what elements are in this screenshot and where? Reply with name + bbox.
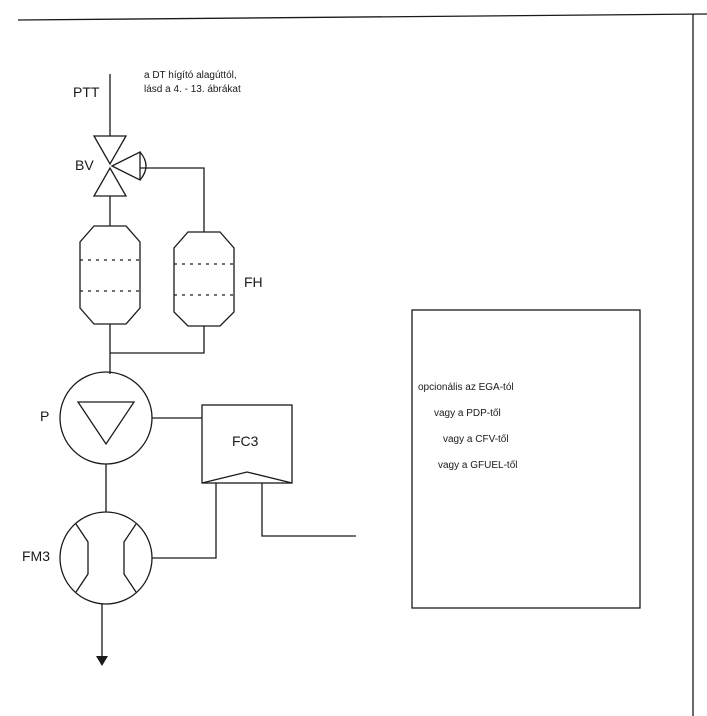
- flow-meter-icon: [59, 511, 153, 605]
- label-p: P: [40, 408, 50, 424]
- filter-join-line: [110, 326, 205, 354]
- filter-housing-right-icon: [173, 231, 235, 327]
- optional-line-2: vagy a PDP-től: [434, 408, 501, 419]
- annotation-line-2: lásd a 4. - 13. ábrákat: [144, 84, 241, 95]
- label-fh: FH: [244, 274, 263, 290]
- fc3-controller-box: [201, 404, 293, 484]
- frame-top-line: [17, 13, 707, 21]
- fc3-output-line: [261, 483, 356, 537]
- optional-line-4: vagy a GFUEL-től: [438, 460, 518, 471]
- optional-line-1: opcionális az EGA-tól: [418, 382, 514, 393]
- outlet-arrow-icon: [96, 656, 108, 666]
- filter-housing-left-icon: [79, 225, 141, 325]
- label-bv: BV: [75, 157, 94, 173]
- annotation-line-1: a DT hígító alagúttól,: [144, 70, 237, 81]
- bypass-line: [140, 167, 205, 232]
- meter-signal-line: [152, 483, 217, 559]
- optional-source-box: [411, 309, 641, 609]
- label-fc3: FC3: [232, 433, 259, 449]
- bv-valve-icon: [92, 135, 147, 197]
- pump-icon: [59, 371, 153, 465]
- label-ptt: PTT: [73, 84, 100, 100]
- optional-line-3: vagy a CFV-től: [443, 434, 509, 445]
- label-fm3: FM3: [22, 548, 50, 564]
